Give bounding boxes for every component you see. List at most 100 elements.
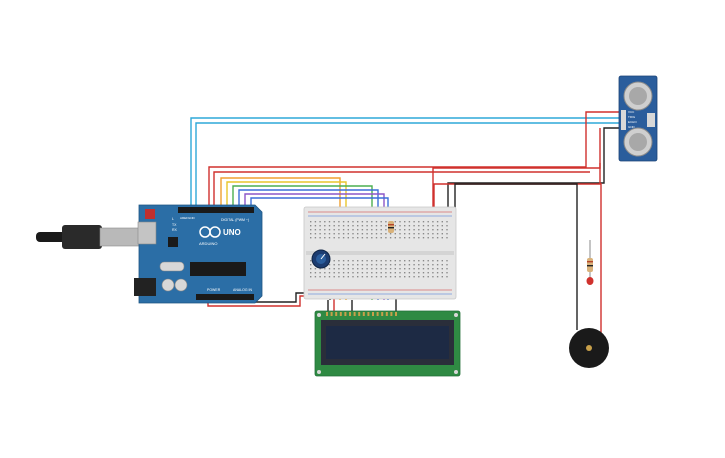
breadboard-hole <box>361 276 364 278</box>
breadboard-resistor[interactable] <box>388 221 394 233</box>
breadboard-hole <box>446 233 448 235</box>
reset-button[interactable] <box>145 209 155 219</box>
breadboard-hole <box>333 260 335 262</box>
breadboard-hole <box>422 237 425 239</box>
arduino-logo <box>199 226 221 238</box>
breadboard-hole <box>333 225 335 227</box>
breadboard-hole <box>394 268 396 270</box>
wire-buzzer-gnd[interactable] <box>454 183 578 330</box>
wire-breadboard-vcc[interactable] <box>433 163 601 213</box>
breadboard-hole <box>408 268 411 270</box>
breadboard-hole <box>347 276 349 278</box>
breadboard-hole <box>375 233 378 235</box>
breadboard-hole <box>314 268 317 270</box>
breadboard-hole <box>432 272 434 274</box>
wire-echo[interactable] <box>195 122 620 207</box>
led-resistor[interactable] <box>587 240 593 272</box>
breadboard-hole <box>324 233 326 235</box>
breadboard-hole <box>347 229 349 231</box>
breadboard-hole <box>413 237 415 239</box>
wire-sensor-vcc[interactable] <box>208 111 620 207</box>
breadboard-hole <box>375 237 378 239</box>
breadboard-hole <box>324 268 326 270</box>
breadboard-hole <box>427 268 429 270</box>
breadboard-hole <box>422 264 425 266</box>
lcd-pin <box>385 312 388 316</box>
breadboard-hole <box>408 233 411 235</box>
breadboard-hole <box>404 229 406 231</box>
piezo-buzzer[interactable] <box>569 328 609 368</box>
arduino-analog-label: ANALOG IN <box>233 288 253 292</box>
breadboard-hole <box>394 229 396 231</box>
breadboard-hole <box>342 276 345 278</box>
breadboard-hole <box>352 260 354 262</box>
breadboard-hole <box>436 268 439 270</box>
breadboard-hole <box>408 260 411 262</box>
breadboard-hole <box>441 229 443 231</box>
breadboard-hole <box>328 268 331 270</box>
breadboard-hole <box>357 233 359 235</box>
breadboard-hole <box>357 229 359 231</box>
lcd-pin <box>376 312 379 316</box>
wire-sensor-gnd[interactable] <box>447 127 620 296</box>
breadboard-hole <box>404 260 406 262</box>
breadboard-hole <box>361 264 364 266</box>
lcd-screen <box>326 326 449 359</box>
usb-cable[interactable] <box>36 225 141 249</box>
breadboard-hole <box>366 233 368 235</box>
breadboard-hole <box>375 264 378 266</box>
potentiometer[interactable] <box>311 249 331 269</box>
breadboard-hole <box>310 237 312 239</box>
breadboard-hole <box>366 276 368 278</box>
breadboard-hole <box>366 260 368 262</box>
breadboard-hole <box>394 272 396 274</box>
breadboard-hole <box>314 221 317 223</box>
breadboard-hole <box>314 237 317 239</box>
breadboard-hole <box>404 237 406 239</box>
wire-sensor-vcc-2[interactable] <box>213 171 590 207</box>
breadboard-hole <box>310 272 312 274</box>
breadboard-hole <box>427 260 429 262</box>
breadboard-hole <box>333 272 335 274</box>
lcd-pin <box>395 312 397 316</box>
breadboard-hole <box>357 225 359 227</box>
breadboard-hole <box>338 233 340 235</box>
breadboard-hole <box>432 260 434 262</box>
sensor-pin-echo: ECHO <box>628 120 637 124</box>
breadboard-hole <box>352 276 354 278</box>
breadboard-hole <box>310 268 312 270</box>
breadboard-hole <box>436 264 439 266</box>
breadboard-hole <box>422 276 425 278</box>
breadboard-hole <box>394 225 396 227</box>
breadboard-hole <box>375 276 378 278</box>
breadboard-hole <box>338 276 340 278</box>
arduino-uno[interactable]: ARDUINO UNO DIGITAL (PWM ~) POWER ANALOG… <box>134 204 263 304</box>
breadboard-hole <box>319 276 321 278</box>
breadboard-hole <box>399 260 401 262</box>
wire-trig[interactable] <box>190 117 620 207</box>
breadboard-hole <box>389 272 392 274</box>
breadboard-hole <box>375 272 378 274</box>
breadboard-hole <box>422 229 425 231</box>
lcd-display[interactable] <box>314 310 461 377</box>
breadboard-hole <box>371 237 373 239</box>
wire-red-upper[interactable] <box>432 128 601 213</box>
breadboard-hole <box>427 276 429 278</box>
breadboard-hole <box>338 221 340 223</box>
red-led[interactable] <box>586 272 594 285</box>
breadboard[interactable] <box>303 206 457 300</box>
breadboard-hole <box>385 225 387 227</box>
breadboard-hole <box>380 233 382 235</box>
breadboard-hole <box>371 268 373 270</box>
breadboard-hole <box>427 264 429 266</box>
sensor-pin-gnd: GND <box>628 125 636 129</box>
breadboard-hole <box>324 276 326 278</box>
breadboard-hole <box>310 233 312 235</box>
breadboard-hole <box>394 233 396 235</box>
ultrasonic-sensor[interactable]: VCC TRIG ECHO GND <box>618 75 658 162</box>
breadboard-hole <box>380 276 382 278</box>
breadboard-hole <box>432 229 434 231</box>
breadboard-hole <box>385 233 387 235</box>
breadboard-hole <box>347 264 349 266</box>
